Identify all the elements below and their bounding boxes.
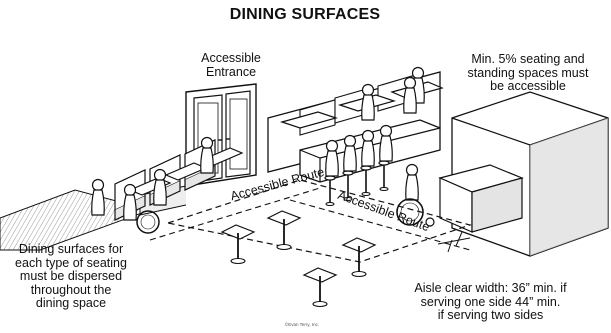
aisle-width-note: Aisle clear width: 36” min. if serving o…: [388, 282, 593, 323]
accessible-entrance-label: Accessible Entrance: [186, 52, 276, 79]
dispersed-seating-note: Dining surfaces for each type of seating…: [6, 243, 136, 311]
low-counter: [440, 165, 522, 232]
seating-requirement-note: Min. 5% seating and standing spaces must…: [448, 53, 608, 94]
page-title: DINING SURFACES: [200, 6, 410, 23]
copyright-credit: ©Evan Terry, Inc.: [262, 323, 342, 328]
